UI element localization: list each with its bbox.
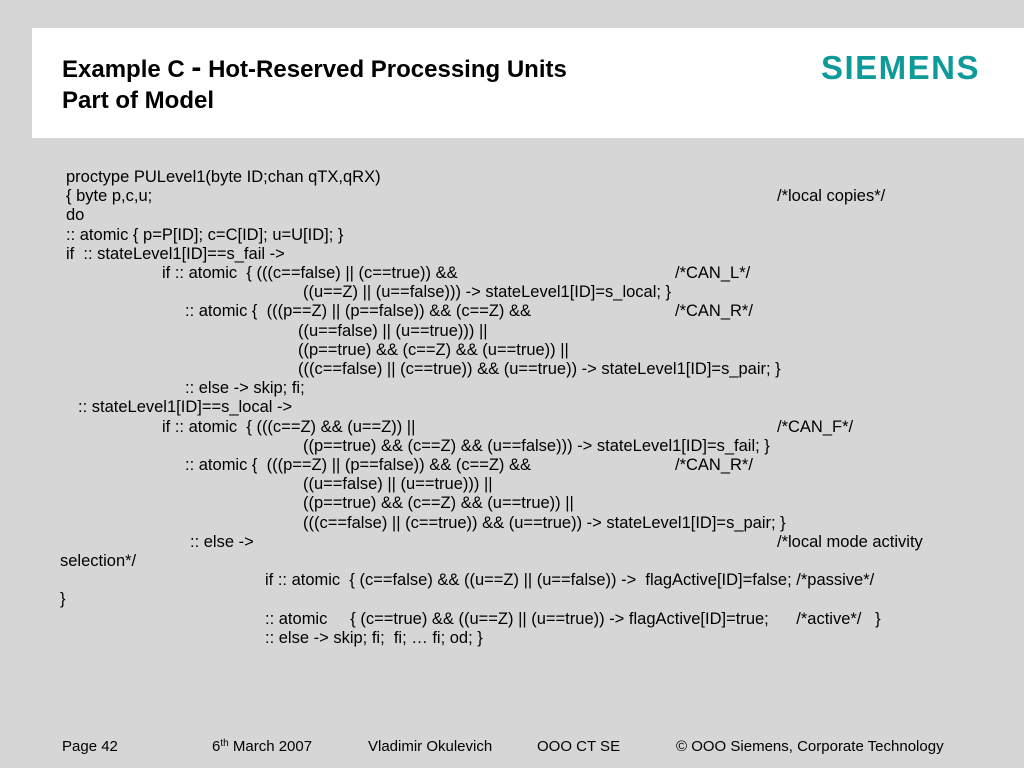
code-line: :: atomic { (((p==Z) || (p==false)) && (… (185, 302, 532, 320)
code-line: ((u==Z) || (u==false))) -> stateLevel1[I… (303, 283, 672, 301)
code-line: ((p==true) && (c==Z) && (u==true)) || (303, 494, 574, 512)
code-comment: selection*/ (60, 552, 137, 570)
title-line-1: Example C - Hot-Reserved Processing Unit… (62, 52, 567, 85)
siemens-logo: SIEMENS (820, 49, 980, 86)
code-line: do (66, 206, 85, 224)
code-line: if :: stateLevel1[ID]==s_fail -> (66, 245, 285, 263)
footer-department: OOO CT SE (537, 738, 621, 755)
code-comment: /*CAN_R*/ (675, 302, 753, 320)
code-line: (((c==false) || (c==true)) && (u==true))… (298, 360, 781, 378)
footer-date: 6th March 2007 (212, 738, 312, 755)
code-line: if :: atomic { (c==false) && ((u==Z) || … (265, 571, 875, 589)
code-line: ((u==false) || (u==true))) || (298, 322, 488, 340)
slide-footer: Page 42 6th March 2007 Vladimir Okulevic… (0, 738, 1024, 760)
code-line: :: atomic { (c==true) && ((u==Z) || (u==… (265, 610, 881, 628)
code-comment: /*CAN_R*/ (675, 456, 753, 474)
code-line: (((c==false) || (c==true)) && (u==true))… (303, 514, 786, 532)
code-line: { byte p,c,u; (66, 187, 153, 205)
code-line: ((u==false) || (u==true))) || (303, 475, 493, 493)
code-line: ((p==true) && (c==Z) && (u==false))) -> … (303, 437, 770, 455)
code-line: } (60, 590, 66, 608)
footer-author: Vladimir Okulevich (368, 738, 493, 755)
code-line: ((p==true) && (c==Z) && (u==true)) || (298, 341, 569, 359)
code-comment: /*CAN_F*/ (777, 418, 854, 436)
code-line: :: atomic { p=P[ID]; c=C[ID]; u=U[ID]; } (66, 226, 344, 244)
code-line: if :: atomic { (((c==false) || (c==true)… (162, 264, 458, 282)
title-part-2: Hot-Reserved Processing Units (208, 56, 567, 83)
page-number: Page 42 (62, 738, 118, 755)
date-suffix: th (220, 738, 229, 749)
code-listing: proctype PULevel1(byte ID;chan qTX,qRX) … (0, 168, 1024, 658)
slide-header: Example C - Hot-Reserved Processing Unit… (32, 28, 1024, 138)
code-comment: /*CAN_L*/ (675, 264, 751, 282)
title-part-1: Example C (62, 56, 185, 83)
code-line: :: else -> skip; fi; (185, 379, 305, 397)
footer-copyright: © OOO Siemens, Corporate Technology (676, 738, 944, 755)
code-line: :: atomic { (((p==Z) || (p==false)) && (… (185, 456, 532, 474)
slide-title: Example C - Hot-Reserved Processing Unit… (62, 52, 567, 116)
date-rest: March 2007 (228, 738, 313, 755)
code-comment: /*local copies*/ (777, 187, 886, 205)
code-comment: /*local mode activity (777, 533, 923, 551)
title-line-2: Part of Model (62, 87, 215, 114)
code-line: :: stateLevel1[ID]==s_local -> (78, 398, 293, 416)
code-line: :: else -> skip; fi; fi; … fi; od; } (265, 629, 483, 647)
code-line: if :: atomic { (((c==Z) && (u==Z)) || (162, 418, 416, 436)
code-line: proctype PULevel1(byte ID;chan qTX,qRX) (66, 168, 381, 186)
title-separator: - (191, 51, 202, 84)
code-line: :: else -> (190, 533, 254, 551)
date-day: 6 (212, 738, 221, 755)
